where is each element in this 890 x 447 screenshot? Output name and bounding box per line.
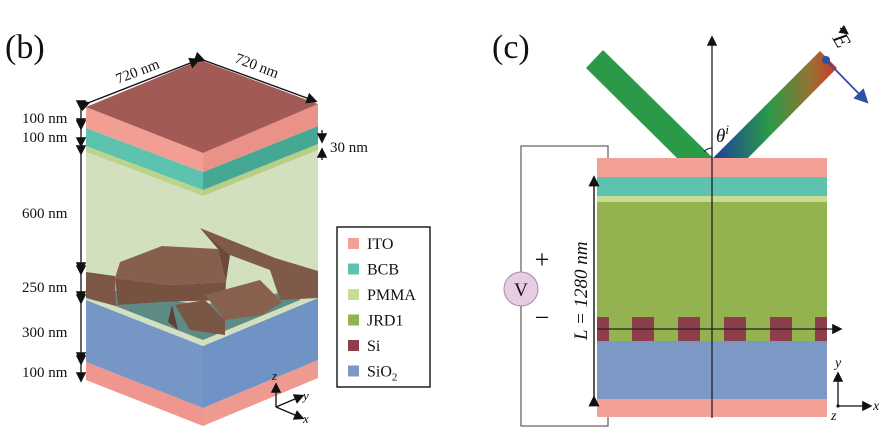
voltmeter-label: V <box>514 280 528 301</box>
axis-x-label: x <box>302 411 309 426</box>
legend-swatch-si <box>348 340 359 351</box>
legend-swatch-bcb <box>348 263 359 275</box>
ito-bottom-layer <box>86 362 203 426</box>
legend-label-sio: SiO2 <box>367 364 397 384</box>
panel-c-label: (c) <box>492 29 530 66</box>
si-nanostructure <box>86 228 318 340</box>
thickness-ito-top: 100 nm <box>22 111 68 127</box>
legend-label-pmma: PMMA <box>367 287 416 304</box>
legend-label-si: Si <box>367 338 381 355</box>
dim-arrow-left <box>78 57 201 112</box>
legend-box <box>336 226 431 388</box>
thickness-bcb: 100 nm <box>22 130 68 146</box>
legend-label-jrd1: JRD1 <box>367 313 403 330</box>
thickness-sio2: 300 nm <box>22 325 68 341</box>
bcb-layer <box>86 128 203 190</box>
pmma-layer-right <box>203 144 318 196</box>
bcb-layer-right <box>203 126 318 190</box>
legend-swatch-jrd1 <box>348 314 359 326</box>
circuit-wire-top <box>520 145 609 273</box>
panel-b: (b) <box>5 29 368 426</box>
field-vector-hat <box>838 24 849 35</box>
circuit-wire-bottom <box>520 305 609 427</box>
plus-sign: + <box>535 245 550 274</box>
thickness-ito-bottom: 100 nm <box>22 365 68 381</box>
axis-y-label: y <box>301 388 309 403</box>
thickness-arrows <box>75 100 328 383</box>
ito-top-layer-right <box>203 104 318 172</box>
panel-b-label: (b) <box>5 29 45 66</box>
axis-indicator-2d <box>832 371 873 412</box>
axis-origin-dot <box>836 404 840 408</box>
angle-label: θi <box>716 122 729 147</box>
axis-indicator-3d <box>270 382 305 420</box>
legend-swatch-sio <box>348 365 359 377</box>
axis-z-label-2d: z <box>830 409 837 424</box>
legend-label-ito: ITO <box>367 236 393 253</box>
legend-label-bcb: BCB <box>367 262 399 279</box>
legend-swatch-ito <box>348 238 359 249</box>
dim-arrow-right <box>193 51 318 104</box>
axis-z-label: z <box>271 368 277 383</box>
ito-bottom-layer-right <box>203 360 318 426</box>
field-label: E <box>827 27 856 52</box>
axis-x-label-2d: x <box>872 399 880 414</box>
angle-arc <box>703 147 713 153</box>
pmma-layer <box>86 146 203 196</box>
ito-top-layer <box>86 107 203 172</box>
axis-y-label-2d: y <box>833 356 842 371</box>
legend-swatch-pmma <box>348 289 359 300</box>
stack-3d <box>86 60 318 426</box>
voltmeter <box>503 271 539 307</box>
panel-c: (c) θi E L = 1280 nm <box>492 24 880 427</box>
thickness-jrd1: 600 nm <box>22 206 68 222</box>
length-label: L = 1280 nm <box>571 241 592 341</box>
field-vector-arrow <box>825 59 869 104</box>
minus-sign: − <box>535 303 550 332</box>
sio2-layer <box>86 300 203 408</box>
incident-beam <box>586 50 713 158</box>
thickness-si: 250 nm <box>22 280 68 296</box>
thickness-pmma: 30 nm <box>330 140 368 156</box>
sio2-layer-right <box>203 298 318 408</box>
reflected-beam <box>713 51 837 158</box>
